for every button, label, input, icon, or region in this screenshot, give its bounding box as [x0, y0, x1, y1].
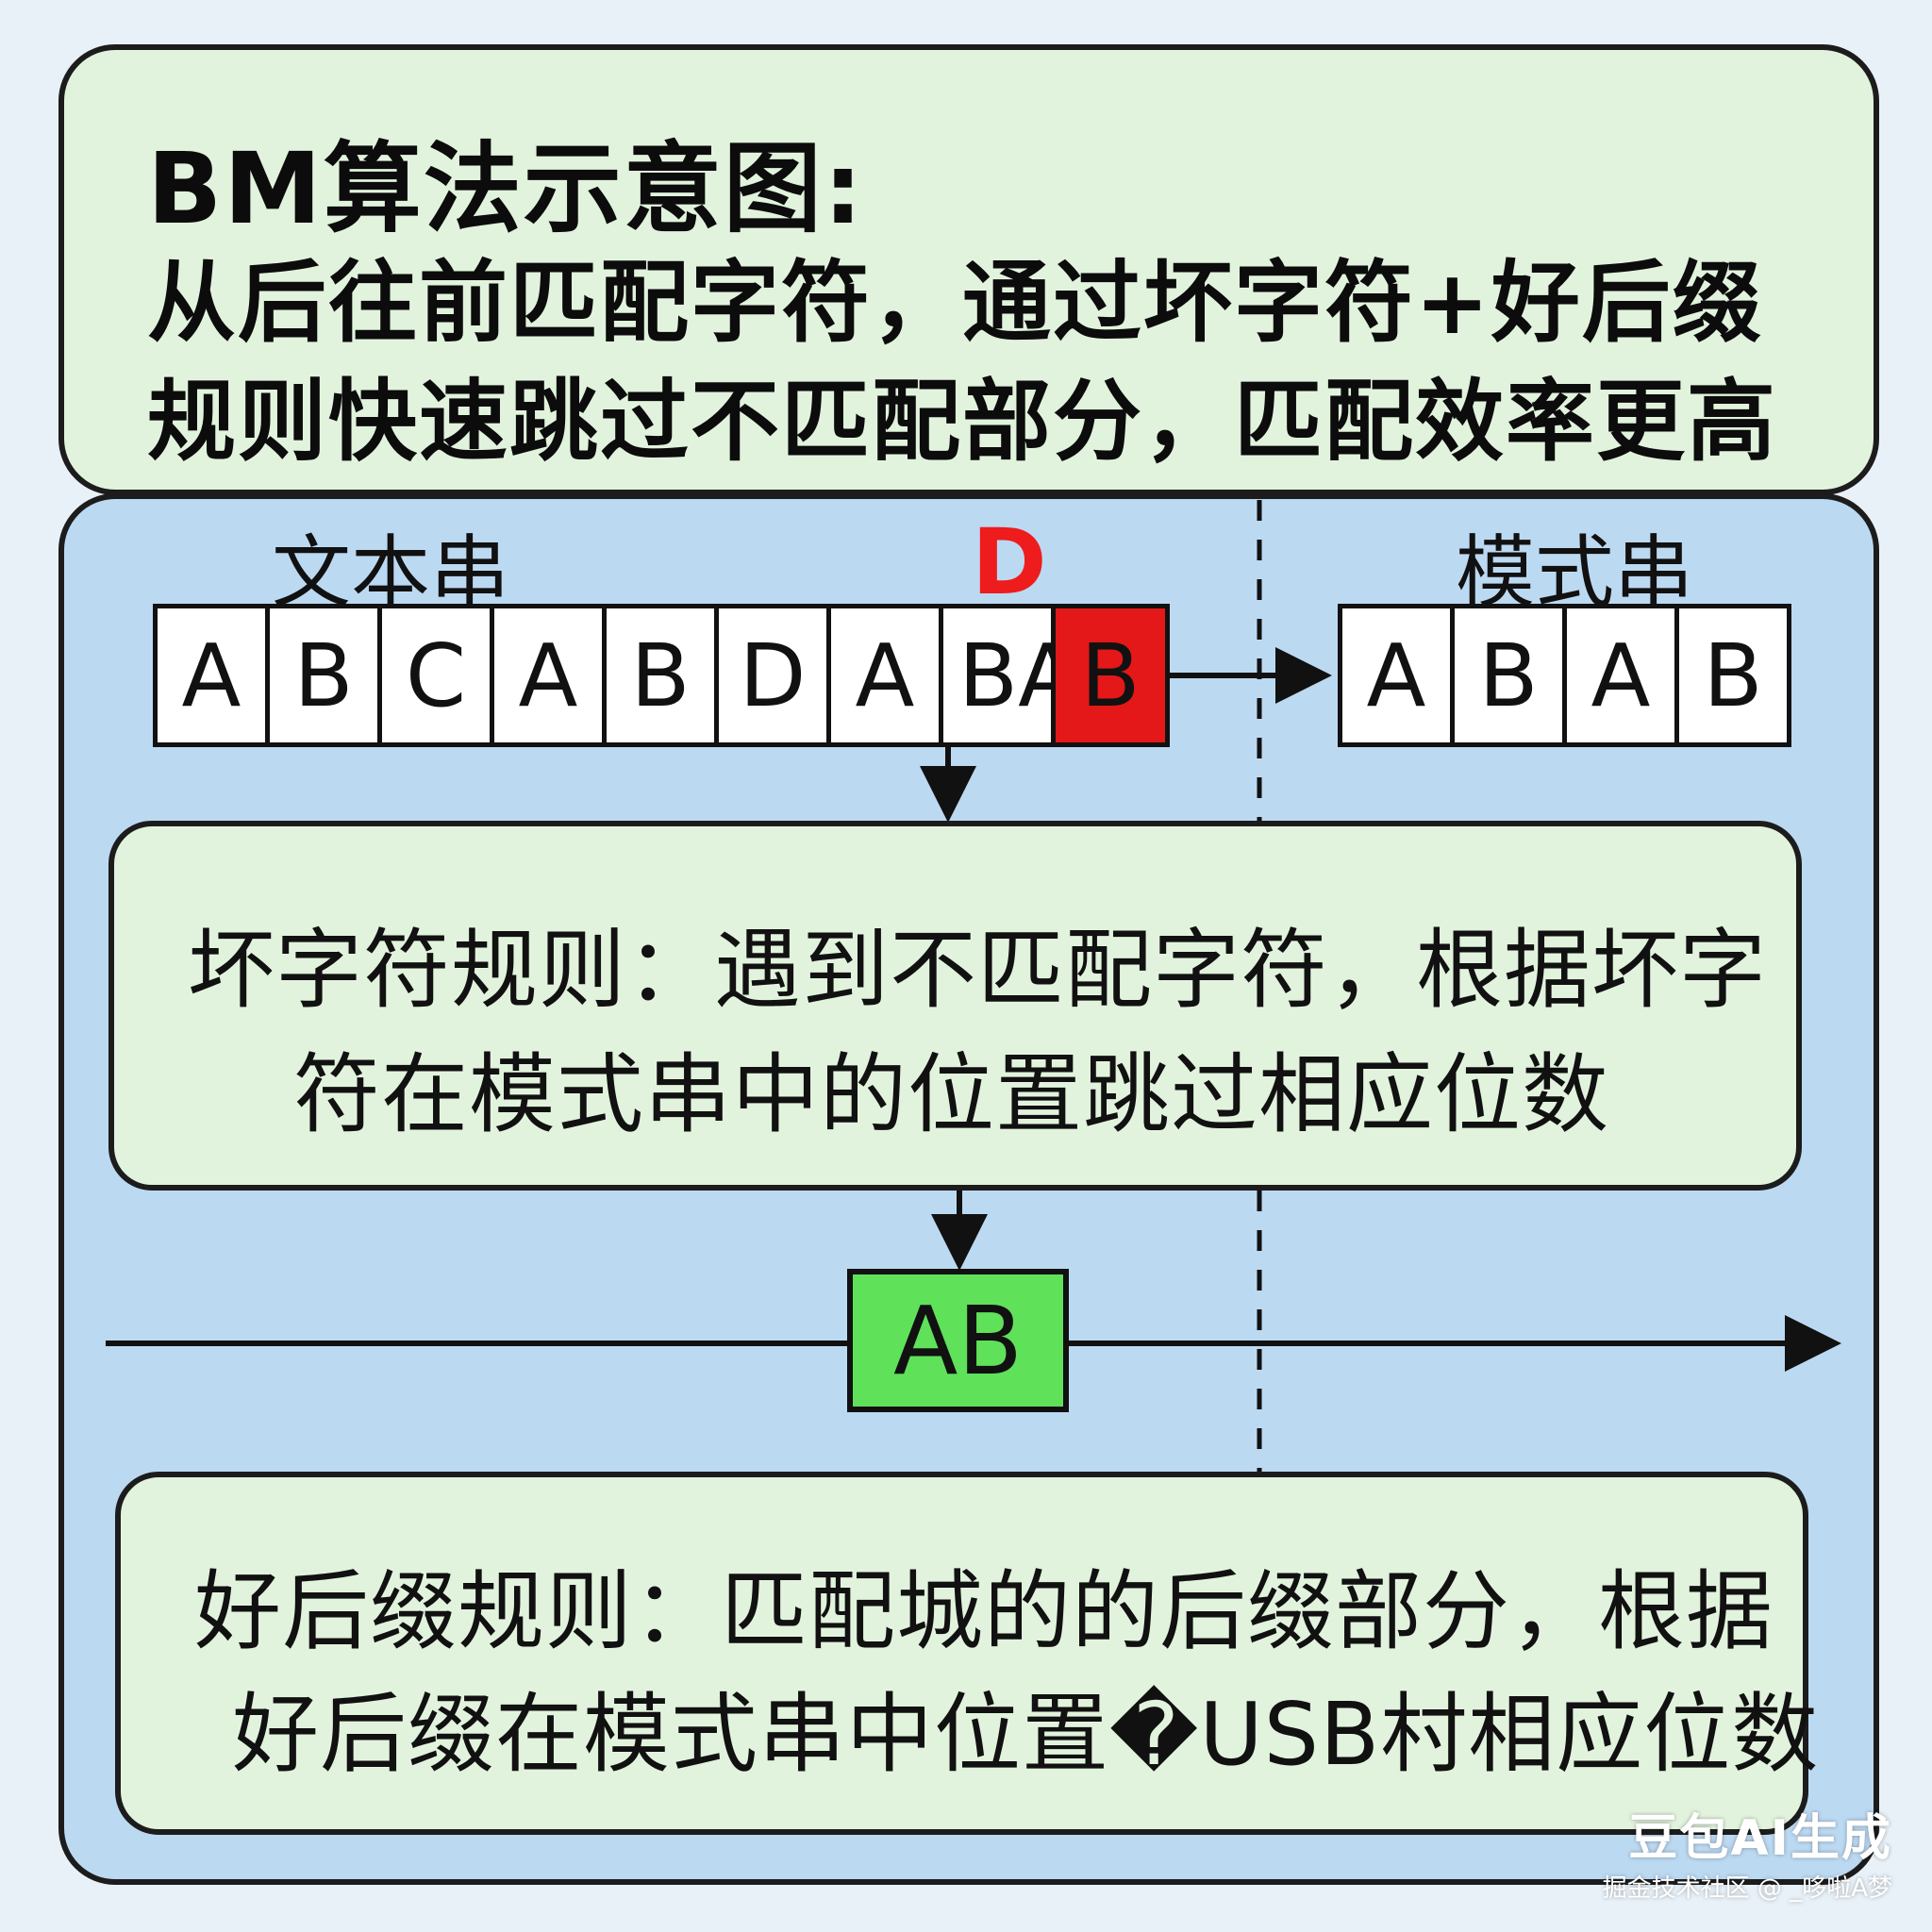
pattern-label: 模式串 — [1456, 526, 1694, 619]
watermark: 豆包AI生成 掘金技术社区 @ _哆啦A梦 — [1603, 1798, 1892, 1904]
pattern-cell: A — [1338, 604, 1455, 747]
text-cell: D — [714, 604, 831, 747]
pattern-cell: B — [1450, 604, 1567, 747]
good-suffix-rule-line2: 好后缀在模式串中位置�USB村相应位数 — [232, 1684, 1820, 1785]
pattern-cell: A — [1562, 604, 1679, 747]
text-string-label: 文本串 — [272, 526, 510, 619]
text-cell: B — [602, 604, 719, 747]
bad-char-rule-panel: 坏字符规则：遇到不匹配字符，根据坏字 符在模式串中的位置跳过相应位数 — [108, 821, 1802, 1191]
text-cell: A — [826, 604, 943, 747]
text-cell: A — [490, 604, 607, 747]
diagram-title: BM算法示意图: — [147, 131, 865, 246]
text-cell: B — [265, 604, 382, 747]
good-suffix-rule-panel: 好后缀规则：匹配城的的后缀部分，根据 好后缀在模式串中位置�USB村相应位数 — [115, 1472, 1818, 1835]
pattern-cell: B — [1674, 604, 1791, 747]
diagram-subtitle-line1: 从后往前匹配字符，通过坏字符+好后缀 — [147, 252, 1763, 355]
watermark-sub: 掘金技术社区 @ _哆啦A梦 — [1602, 1874, 1892, 1903]
text-cell-highlighted: B — [1051, 604, 1170, 747]
bad-char-label: D — [972, 509, 1047, 615]
good-suffix-box: AB — [847, 1269, 1069, 1412]
bad-char-rule-line2: 符在模式串中的位置跳过相应位数 — [293, 1044, 1610, 1145]
watermark-main: 豆包AI生成 — [1628, 1810, 1892, 1867]
bad-char-rule-line1: 坏字符规则：遇到不匹配字符，根据坏字 — [188, 920, 1768, 1021]
text-cell: BA — [939, 604, 1056, 747]
diagram-subtitle-line2: 规则快速跳过不匹配部分，匹配效率更高 — [147, 371, 1778, 474]
text-cell: C — [377, 604, 494, 747]
good-suffix-rule-line1: 好后缀规则：匹配城的的后缀部分，根据 — [194, 1561, 1774, 1662]
title-panel: BM算法示意图: 从后往前匹配字符，通过坏字符+好后缀 规则快速跳过不匹配部分，… — [58, 44, 1879, 495]
text-cell: A — [153, 604, 270, 747]
